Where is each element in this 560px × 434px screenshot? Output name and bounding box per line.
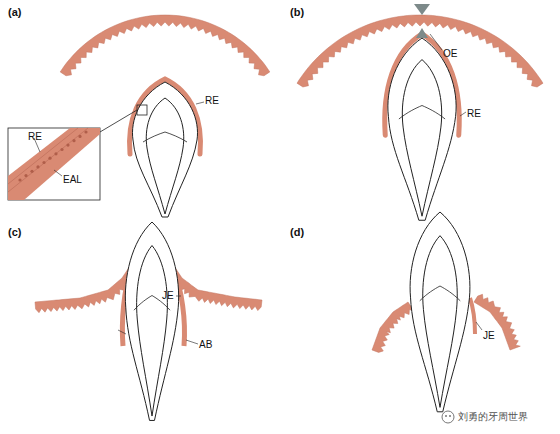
panel-letter: (d): [290, 226, 304, 238]
gum-epithelium: [474, 294, 520, 350]
inset-leader: [100, 110, 137, 132]
leader-line: [196, 102, 204, 104]
tooth: [410, 212, 470, 412]
panel-letter: (b): [290, 6, 304, 18]
part-label: JE: [483, 330, 495, 341]
inset-texture: [60, 148, 63, 151]
inset-texture: [72, 139, 75, 142]
panel-letter: (a): [8, 6, 21, 18]
inset-texture: [24, 174, 27, 177]
leader-line: [460, 112, 466, 116]
inset-texture: [8, 128, 88, 192]
leader-line: [176, 296, 181, 297]
gum-epithelium: [372, 302, 414, 352]
inset-texture: [30, 170, 33, 173]
part-label: EAL: [63, 174, 82, 185]
inset-epithelium: [8, 128, 100, 200]
part-label: AB: [199, 339, 212, 350]
part-label: JE: [162, 290, 174, 301]
leader-line: [54, 170, 62, 176]
inset-texture: [78, 135, 81, 138]
part-label: OE: [443, 48, 457, 59]
inset-texture: [42, 161, 45, 164]
inset-texture: [66, 144, 69, 147]
panel-letter: (c): [8, 226, 21, 238]
inset-texture: [18, 178, 21, 181]
watermark-icon: [442, 411, 454, 423]
part-label: RE: [205, 95, 219, 106]
leader-line: [186, 340, 198, 344]
tooth: [388, 38, 456, 220]
watermark: 刘勇的牙周世界: [458, 411, 528, 422]
inset-texture: [54, 152, 57, 155]
inset-marker: [137, 105, 147, 115]
leader-line: [476, 322, 482, 330]
inset-box: [8, 128, 100, 200]
leader-line: [118, 330, 126, 334]
junctional-epithelium: [470, 298, 475, 334]
part-label: RE: [28, 131, 42, 142]
arrow-down: [414, 4, 430, 15]
tooth: [125, 222, 178, 420]
arrow-up: [416, 28, 428, 38]
tooth: [132, 82, 197, 217]
leader-line: [430, 34, 442, 50]
inset-texture: [36, 165, 39, 168]
watermark-icon: [445, 415, 447, 417]
gum-epithelium: [60, 15, 270, 76]
watermark-icon: [449, 415, 451, 417]
inset-texture: [48, 157, 51, 160]
part-label: RE: [467, 108, 481, 119]
inset-texture: [84, 130, 87, 133]
